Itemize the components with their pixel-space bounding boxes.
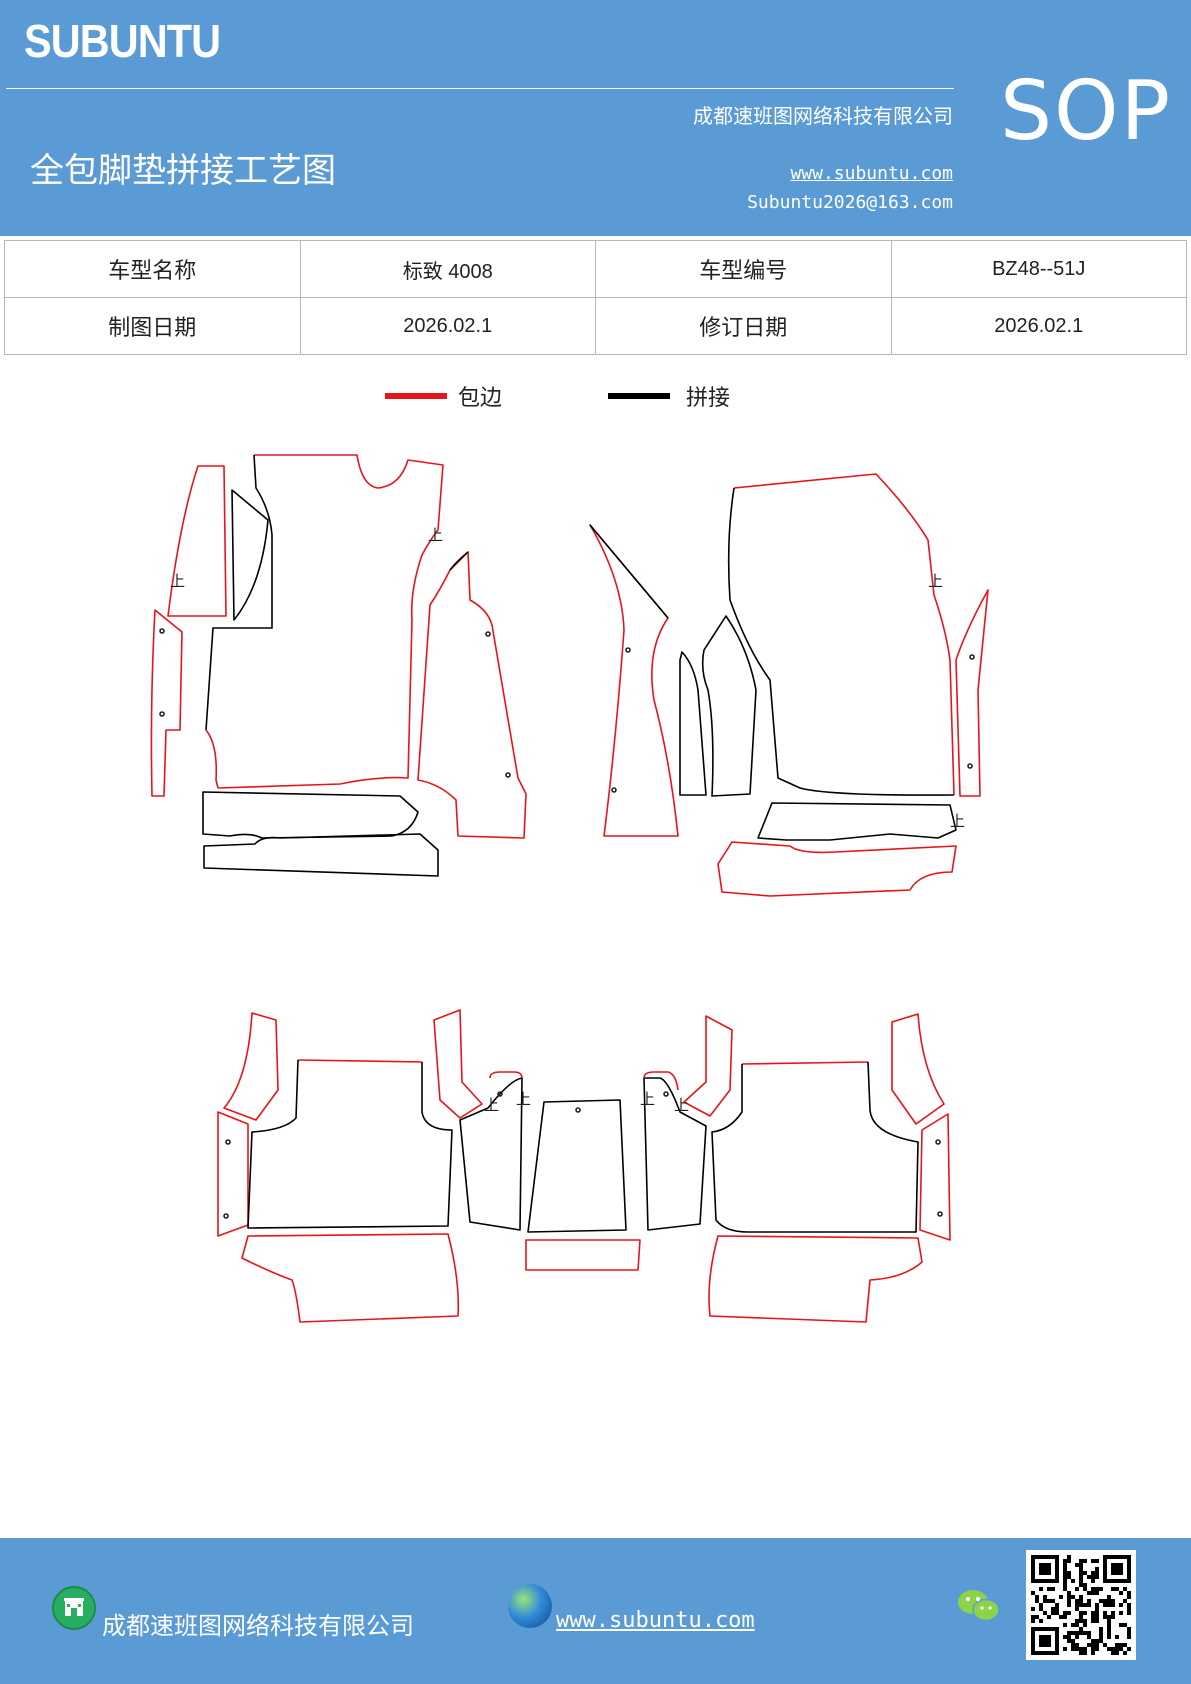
model-name-label: 车型名称: [4, 240, 301, 298]
mat-edge: [717, 841, 957, 897]
mat-edge: [955, 589, 989, 797]
globe-icon: [508, 1584, 552, 1628]
mat-splice: [459, 1077, 523, 1231]
mat-splice: [247, 1059, 453, 1229]
up-mark: 上: [950, 812, 965, 830]
brand-logo: SUBUNTU: [24, 15, 221, 67]
mat-edge: [217, 454, 444, 789]
vehicle-info-table: 车型名称 标致 4008 车型编号 BZ48--51J 制图日期 2026.02…: [4, 240, 1187, 355]
website-link[interactable]: www.subuntu.com: [790, 163, 953, 184]
building-icon: [52, 1586, 96, 1630]
mat-splice: [589, 524, 669, 619]
mat-splice: [205, 454, 273, 731]
legend-edge-swatch: [385, 393, 447, 399]
page-title: 全包脚垫拼接工艺图: [30, 151, 336, 191]
mat-edge: [489, 1071, 523, 1079]
mat-splice: [203, 833, 439, 877]
model-name-value: 标致 4008: [299, 240, 596, 298]
sop-badge: SOP: [1000, 64, 1173, 159]
mat-pattern-drawing: 上 上 上 上 上 上 上 上: [150, 454, 989, 1323]
mat-edge: [589, 524, 679, 837]
up-mark: 上: [484, 1096, 499, 1114]
legend: 包边 拼接: [0, 380, 1191, 420]
qr-code: [1026, 1550, 1136, 1660]
header-divider: [6, 88, 954, 89]
email-address[interactable]: Subuntu2026@163.com: [747, 192, 953, 213]
mat-edge: [733, 473, 955, 796]
up-mark: 上: [674, 1096, 689, 1114]
up-mark: 上: [928, 572, 943, 590]
mat-splice: [202, 791, 419, 839]
footer-banner: 成都速班图网络科技有限公司 www.subuntu.com: [0, 1538, 1191, 1684]
draw-date-label: 制图日期: [4, 297, 301, 355]
footer-company-name: 成都速班图网络科技有限公司: [102, 1612, 414, 1640]
table-row: 车型名称 标致 4008 车型编号 BZ48--51J: [4, 240, 1187, 298]
mat-edge: [150, 609, 183, 797]
mat-edge: [643, 1071, 679, 1091]
front-left-mat-set: [150, 454, 527, 877]
mat-edge: [919, 1113, 951, 1241]
mat-edge: [525, 1239, 641, 1271]
mat-edge: [433, 1009, 483, 1119]
mat-splice: [643, 1077, 707, 1231]
up-mark: 上: [516, 1090, 531, 1108]
mat-edge: [223, 1012, 279, 1121]
mat-edge: [205, 729, 219, 789]
company-name: 成都速班图网络科技有限公司: [693, 104, 953, 128]
mat-splice: [757, 802, 957, 841]
legend-splice-swatch: [608, 393, 670, 399]
legend-edge-label: 包边: [458, 386, 503, 411]
mat-edge: [217, 1111, 249, 1237]
rear-mat-set: [217, 1009, 951, 1323]
model-code-label: 车型编号: [595, 240, 892, 298]
table-row: 制图日期 2026.02.1 修订日期 2026.02.1: [4, 297, 1187, 355]
mat-splice: [701, 615, 757, 797]
up-mark: 上: [640, 1090, 655, 1108]
footer-website-link[interactable]: www.subuntu.com: [556, 1608, 755, 1633]
mounting-holes: [159, 628, 975, 1219]
draw-date-value: 2026.02.1: [299, 297, 596, 355]
mat-edge: [708, 1235, 923, 1323]
revise-date-label: 修订日期: [595, 297, 892, 355]
mat-splice: [231, 489, 269, 621]
up-mark: 上: [170, 572, 185, 590]
mat-splice: [711, 1061, 919, 1233]
mat-splice: [449, 551, 469, 571]
wechat-icon[interactable]: [956, 1586, 1002, 1626]
mat-edge: [683, 1015, 733, 1117]
mat-edge: [741, 1061, 869, 1065]
legend-splice-label: 拼接: [686, 386, 731, 411]
mat-edge: [167, 465, 227, 617]
model-code-value: BZ48--51J: [890, 240, 1187, 298]
header-banner: SUBUNTU 成都速班图网络科技有限公司 全包脚垫拼接工艺图 www.subu…: [0, 0, 1191, 236]
mat-splice: [727, 487, 955, 796]
revise-date-value: 2026.02.1: [890, 297, 1187, 355]
up-mark: 上: [428, 526, 443, 544]
front-right-mat-set: [589, 473, 989, 897]
mat-edge: [241, 1233, 460, 1323]
mat-edge: [417, 551, 527, 839]
mat-splice: [527, 1099, 627, 1233]
mat-splice: [679, 651, 707, 796]
mat-edge: [297, 1059, 423, 1063]
mat-edge: [891, 1013, 945, 1125]
